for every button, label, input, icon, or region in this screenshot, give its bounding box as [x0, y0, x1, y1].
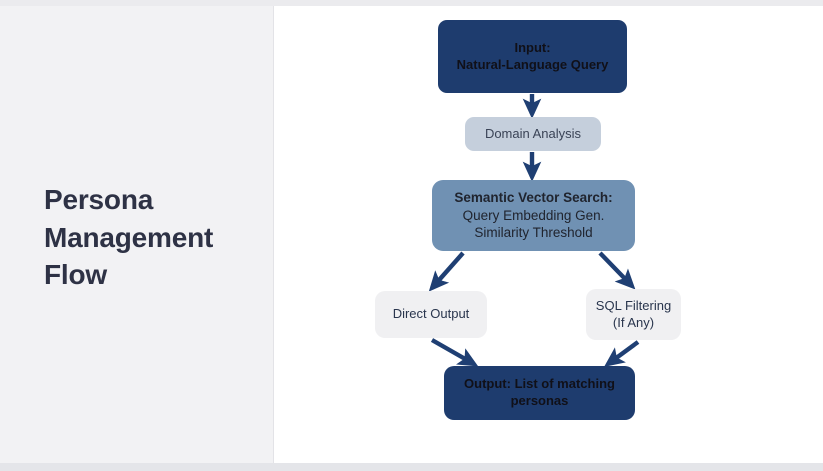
page-title-line-3: Flow — [44, 259, 107, 291]
node-vector-line-3: Similarity Threshold — [474, 225, 593, 241]
node-input[interactable]: Input: Natural-Language Query — [438, 20, 627, 93]
node-input-line-2: Natural-Language Query — [456, 56, 609, 72]
node-sql-filtering-line-2: (If Any) — [612, 314, 655, 330]
panel-divider — [273, 6, 274, 463]
node-input-line-1: Input: — [514, 39, 551, 55]
node-sql-filtering[interactable]: SQL Filtering (If Any) — [586, 289, 681, 340]
node-vector-line-1: Semantic Vector Search: — [454, 190, 613, 206]
page-title-line-1: Persona — [44, 184, 154, 215]
node-domain-analysis[interactable]: Domain Analysis — [465, 117, 601, 151]
node-semantic-vector-search[interactable]: Semantic Vector Search: Query Embedding … — [432, 180, 635, 251]
top-strip — [0, 0, 823, 6]
bottom-band — [0, 463, 823, 471]
node-output[interactable]: Output: List of matching personas — [444, 366, 635, 420]
page-title: Persona Management Flow — [44, 181, 259, 294]
title-sidebar: Persona Management Flow — [0, 6, 273, 463]
node-sql-filtering-line-1: SQL Filtering — [595, 297, 672, 313]
page-title-line-2: Management — [44, 221, 214, 253]
node-vector-line-2: Query Embedding Gen. — [462, 207, 605, 223]
node-output-line-1: Output: List of matching — [464, 376, 615, 392]
node-domain-analysis-label: Domain Analysis — [484, 125, 582, 141]
node-output-line-2: personas — [510, 393, 569, 408]
node-direct-output[interactable]: Direct Output — [375, 291, 487, 338]
node-direct-output-label: Direct Output — [392, 306, 470, 322]
